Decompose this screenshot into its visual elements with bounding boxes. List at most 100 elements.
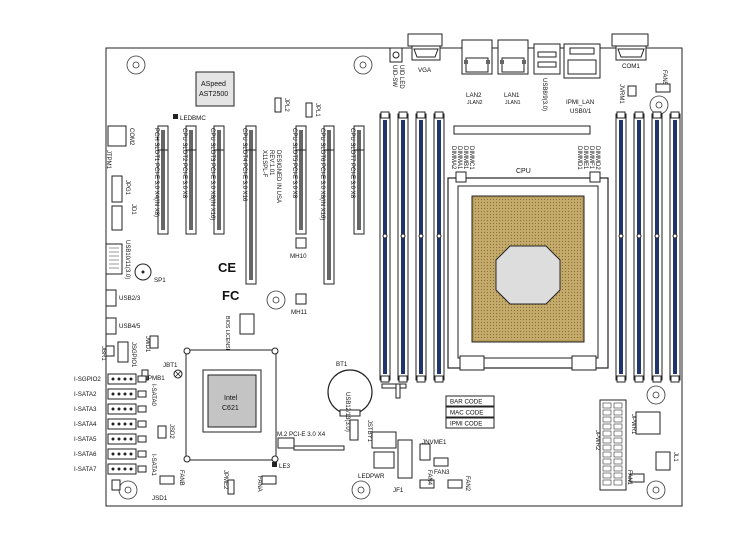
com2-header — [107, 125, 127, 147]
pcie-slot-7: CPU SLOT7 PCI-E 3.0 X8 — [349, 125, 365, 235]
pcie-slot-5: CPU SLOT5 PCI-E 3.0 X8 — [291, 125, 307, 235]
usb67-header — [371, 431, 397, 449]
dimm-slot-left-1 — [397, 111, 409, 383]
pcie-slot-4-label: CPU SLOT4 PCI-E 3.0 X16 — [241, 128, 247, 202]
dimm-label-right-1: DIMME1 — [582, 146, 588, 170]
sata-port-2: I-SATA3 — [74, 403, 147, 415]
cpu-socket — [447, 125, 609, 371]
usb45-header — [105, 317, 117, 335]
jpl1-label: JPL1 — [314, 103, 320, 117]
m2-label: M.2 PCI-E 3.0 X4 — [277, 431, 326, 438]
mh11-label: MH11 — [291, 309, 308, 316]
jpwr1-connector — [635, 411, 661, 435]
battery-label: BT1 — [336, 361, 348, 368]
lan1-port — [497, 39, 529, 75]
dimm-label-left-0: DIMMA2 — [450, 146, 456, 170]
sata-port-1: I-SATA2 — [74, 388, 147, 400]
fan5-label: FAN5 — [661, 70, 667, 86]
com1-port — [611, 33, 649, 61]
jwd1-header — [149, 335, 159, 349]
fc-mark: FC — [222, 288, 240, 303]
usb45-label: USB4/5 — [119, 323, 141, 330]
jvrm1-header — [627, 85, 637, 97]
dimm-group-left — [379, 111, 445, 383]
sata-port-group: I-SGPIO2I-SATA2I-SATA3I-SATA4I-SATA5I-SA… — [74, 373, 147, 475]
pch-line1: Intel — [224, 395, 238, 402]
vga-label: VGA — [418, 67, 432, 74]
fana-label: FANA — [256, 476, 262, 492]
jbr1-label: JBR1 — [100, 346, 106, 361]
jd1-header — [111, 205, 123, 231]
ce-mark: CE — [218, 260, 236, 275]
pch-line2: C621 — [222, 405, 239, 412]
dimm-label-right-2: DIMMF1 — [588, 146, 594, 170]
le3-led — [272, 462, 277, 467]
pch-heatsink — [183, 347, 279, 463]
dimm-label-right-0: DIMMD1 — [576, 146, 582, 170]
jnvme1-label: JNVME1 — [422, 439, 447, 446]
fan4-label: FAN4 — [426, 470, 432, 486]
usb1213-label: USB12/13(3.0) — [344, 392, 350, 432]
jsgpio1-label: JSGPIO1 — [130, 342, 136, 368]
jstby1-label: JSTBY1 — [366, 420, 372, 443]
dimm-slot-left-0 — [379, 111, 391, 383]
fan4-header — [419, 479, 435, 489]
sata-port-0-label: I-SGPIO2 — [74, 376, 101, 383]
ledbmc-label: LEDBMC — [180, 115, 206, 122]
pcie-slot-3-label: CPU SLOT3 PCI-E 3.0 X8(IN X16) — [209, 128, 215, 220]
sata-port-0: I-SGPIO2 — [74, 373, 147, 385]
jpme2-jumper — [227, 479, 235, 495]
usb1011-header — [105, 243, 123, 275]
usb1011-label: USB10/11(3.0) — [124, 240, 130, 279]
jnvme1-header — [419, 443, 431, 461]
bmc-line2: AST2500 — [199, 91, 228, 98]
usb23-label: USB2/3 — [119, 295, 141, 302]
sata-port-3: I-SATA4 — [74, 418, 147, 430]
fan2-header — [447, 479, 463, 489]
jbr1-header — [105, 345, 115, 357]
dimm-slot-right-1 — [633, 111, 645, 383]
code-label-0: BAR CODE — [450, 399, 482, 406]
jvrm1-label: JVRM1 — [618, 84, 624, 104]
jtpm1-label: JTPM1 — [105, 150, 111, 170]
pcie-slot-5-label: CPU SLOT5 PCI-E 3.0 X8 — [291, 128, 297, 199]
sata-port-6-label: I-SATA7 — [74, 466, 97, 473]
dimm-slot-right-3 — [669, 111, 681, 383]
sata-port-2-label: I-SATA3 — [74, 406, 97, 413]
sata-port-1-label: I-SATA2 — [74, 391, 97, 398]
dimm-slot-left-3 — [433, 111, 445, 383]
jf1-label: JF1 — [393, 487, 404, 494]
model-line3: DESIGNED IN USA — [275, 150, 281, 203]
ipmi-lan-port — [563, 43, 601, 79]
sata-port-5: I-SATA6 — [74, 448, 147, 460]
fanb-label: FANB — [178, 470, 184, 486]
fan1-header — [629, 473, 645, 483]
jtpm1-header — [111, 175, 123, 203]
jsd1-label: JSD1 — [152, 495, 168, 502]
pcie-slot-2-label: CPU SLOT2 PCI-E 3.0 X8 — [181, 128, 187, 199]
code-label-1: MAC CODE — [450, 410, 483, 417]
sata-port-4: I-SATA5 — [74, 433, 147, 445]
dimm-slot-left-2 — [415, 111, 427, 383]
lan2-label: LAN2 — [466, 92, 482, 99]
dimm-slot-right-2 — [651, 111, 663, 383]
jl1-header — [655, 451, 671, 471]
jpwr2-label: JPWR2 — [594, 430, 600, 451]
jf1-header — [373, 451, 395, 469]
bmc-chip — [195, 71, 235, 107]
front-panel-header — [397, 439, 413, 479]
jpl2-jumper — [274, 97, 282, 113]
dimm-label-left-2: DIMMB1 — [462, 146, 468, 170]
usb89-port — [533, 43, 561, 75]
jsgpio1-header — [117, 341, 129, 363]
cpu-label: CPU — [516, 168, 531, 175]
usb23-header — [105, 289, 117, 307]
fan5-header — [655, 83, 671, 93]
mh10-mark — [295, 237, 307, 249]
pcie-slot-2: CPU SLOT2 PCI-E 3.0 X8 — [181, 125, 197, 235]
dimm-label-right-3: DIMMD2 — [594, 146, 600, 170]
pcie-slot-group: PCH SLOT1 PCI-E 3.0 X4(IN X8)CPU SLOT2 P… — [153, 125, 365, 285]
dimm-slot-right-0 — [615, 111, 627, 383]
ledpwr-label: LEDPWR — [358, 473, 385, 480]
fan3-header — [433, 457, 449, 467]
